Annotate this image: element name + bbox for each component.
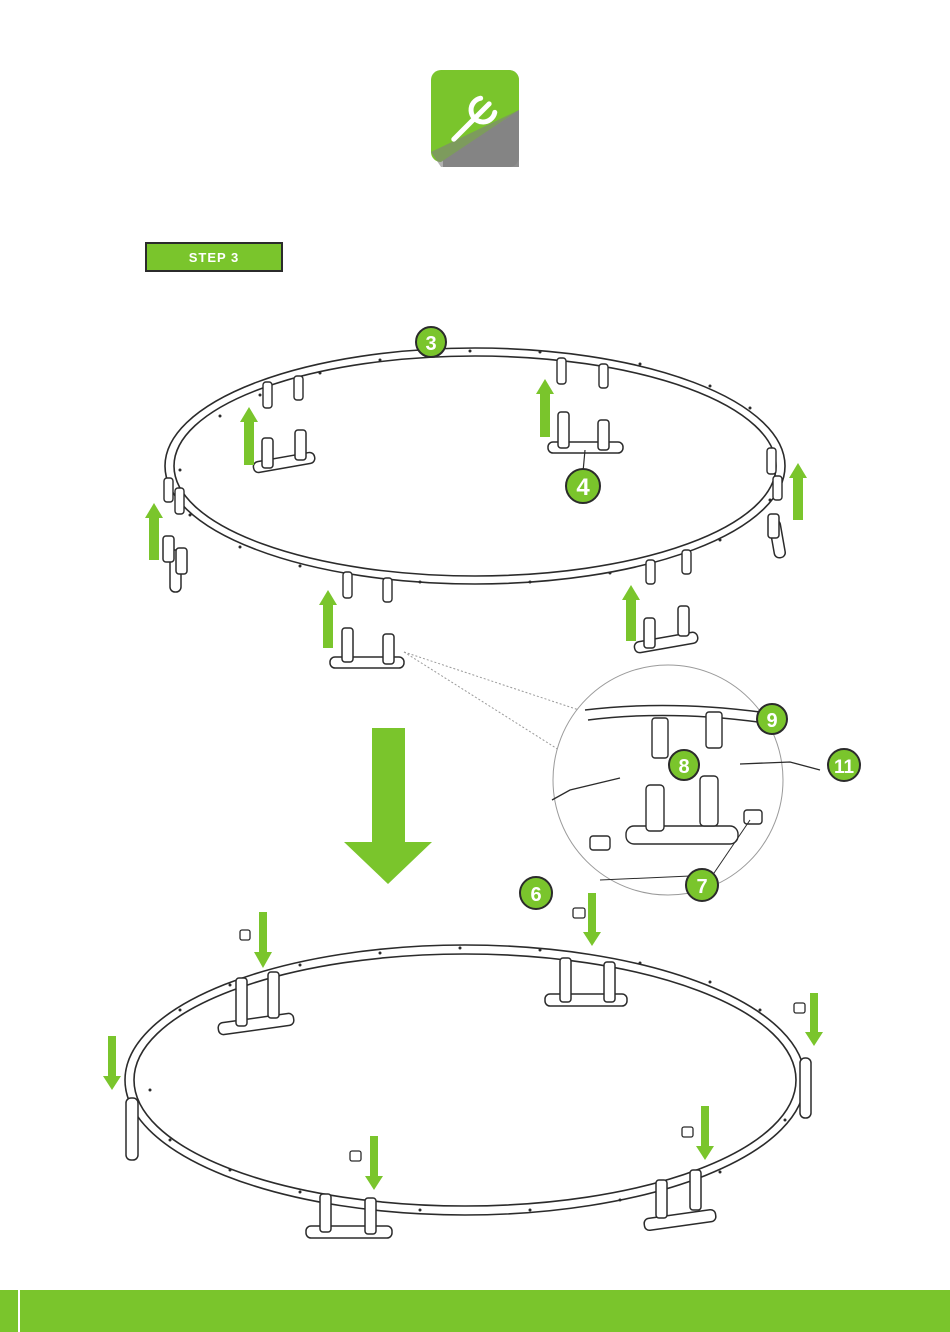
down-arrow-icons xyxy=(103,893,823,1190)
assembly-diagram: 3 4 8 9 xyxy=(0,0,950,1290)
bottom-frame-ring xyxy=(125,945,805,1215)
t-legs-top xyxy=(163,412,786,668)
svg-text:6: 6 xyxy=(530,884,541,906)
svg-text:11: 11 xyxy=(834,757,855,778)
svg-text:3: 3 xyxy=(425,333,436,355)
callout-part-9: 9 xyxy=(757,704,787,734)
callout-part-6: 6 xyxy=(520,877,552,909)
t-legs-bottom xyxy=(126,958,811,1238)
end-cap-icons xyxy=(240,908,805,1161)
footer-divider xyxy=(18,1290,20,1332)
callout-part-11: 11 xyxy=(828,749,860,781)
svg-text:4: 4 xyxy=(576,474,590,501)
svg-text:9: 9 xyxy=(766,710,777,732)
svg-text:8: 8 xyxy=(678,756,689,778)
up-arrow-icons xyxy=(145,379,807,648)
footer-bar xyxy=(0,1290,950,1332)
callout-part-3: 3 xyxy=(416,327,446,357)
svg-text:7: 7 xyxy=(696,876,707,898)
large-down-arrow-icon xyxy=(344,728,432,884)
callout-part-4: 4 xyxy=(566,469,600,503)
callout-part-7: 7 xyxy=(686,869,718,901)
callout-part-8: 8 xyxy=(669,750,699,780)
